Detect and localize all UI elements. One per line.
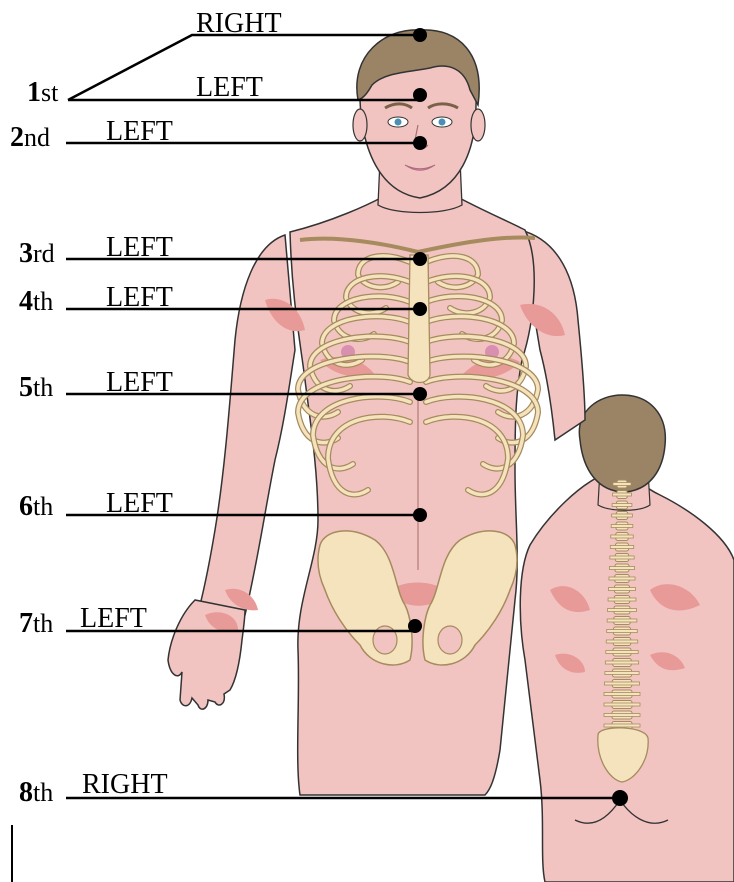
ear-left [353,109,367,141]
label-3rd-ordinal: 3rd [19,238,55,269]
vertebra-process [612,514,633,517]
point-6th [413,508,427,522]
label-6th-ordinal: 6th [19,491,53,522]
vertebra-process [610,546,633,549]
iris-right [439,119,446,126]
vertebra-process [611,525,633,528]
sternum [408,255,430,383]
label-2nd-side: LEFT [106,116,173,147]
back-head [579,395,665,492]
vertebra-process [604,714,640,717]
vertebra-process [613,483,631,486]
vertebra-process [607,630,638,633]
vertebra-process [604,724,640,727]
obturator-right [438,626,462,654]
label-8th-ordinal: 8th [19,777,53,808]
label-7th-side: LEFT [80,603,147,634]
point-2nd [413,136,427,150]
label-1st-right-side: RIGHT [196,8,282,39]
vertebra-process [609,577,635,580]
vertebra-process [605,661,638,664]
vertebra-process [604,703,640,706]
vertebra-process [608,598,636,601]
vertebra-process [607,619,637,622]
label-2nd-ordinal: 2nd [10,122,50,153]
vertebra-process [609,567,634,570]
label-1st-left-side: LEFT [196,72,263,103]
vertebra-process [606,651,638,654]
point-4th [413,302,427,316]
vertebra-process [613,493,632,496]
label-8th-side: RIGHT [82,769,168,800]
point-3rd [413,252,427,266]
vertebra-process [609,588,636,591]
vertebra-process [606,640,638,643]
label-4th-ordinal: 4th [19,286,53,317]
vertebra-process [612,504,632,507]
point-8th [612,790,628,806]
label-1st-ordinal: 1st [27,77,59,108]
vertebra-process [605,672,639,675]
label-6th-side: LEFT [106,488,173,519]
point-1st-right [413,28,427,42]
label-5th-ordinal: 5th [19,372,53,403]
label-3rd-side: LEFT [106,232,173,263]
vertebra-process [610,556,634,559]
point-7th [408,619,422,633]
vertebra-process [611,535,634,538]
label-4th-side: LEFT [106,282,173,313]
front-left-arm [200,235,295,615]
back-figure [520,395,734,882]
point-1st-left [413,88,427,102]
point-5th [413,387,427,401]
front-figure [168,30,585,795]
vertebra-process [604,693,640,696]
label-5th-side: LEFT [106,367,173,398]
label-7th-ordinal: 7th [19,608,53,639]
iris-left [395,119,402,126]
ear-right [471,109,485,141]
vertebra-process [604,682,639,685]
vertebra-process [608,609,637,612]
